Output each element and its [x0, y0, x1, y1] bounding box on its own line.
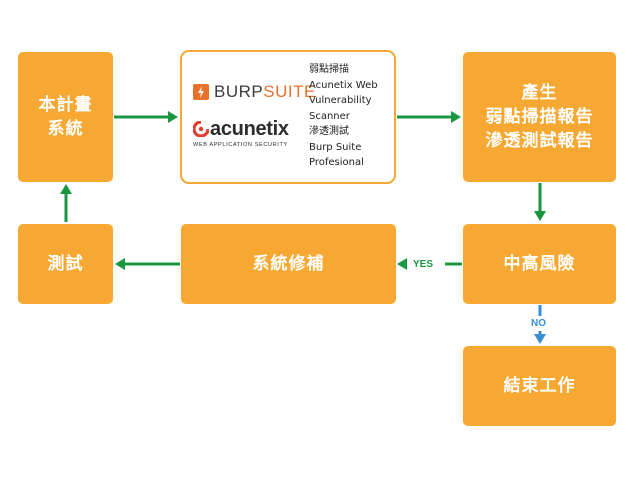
acunetix-wordmark-row: acunetix [193, 118, 289, 140]
node-medium-high-risk-label: 中高風險 [503, 254, 576, 274]
arrowhead-fix-to-test [115, 258, 125, 270]
burpsuite-logo-text: BURPSUITE [214, 82, 316, 102]
node-system-fix-label: 系統修補 [252, 254, 325, 274]
node-medium-high-risk: 中高風險 [463, 224, 616, 304]
tools-list-text: 弱點掃描 Acunetix Web Vulnerability Scanner … [309, 64, 378, 168]
node-test-label: 測試 [47, 254, 84, 274]
arrowhead-tools-to-reports [451, 111, 461, 123]
node-this-project-system: 本計畫 系統 [18, 52, 113, 182]
acunetix-logo: acunetix WEB APPLICATION SECURITY [193, 118, 289, 148]
burpsuite-logo-icon [193, 84, 209, 100]
burpsuite-logo-text-dark: BURP [214, 82, 264, 101]
burpsuite-logo-text-accent: SUITE [263, 82, 316, 101]
arrowhead-risk-to-fix [397, 258, 407, 270]
node-produce-reports-label: 產生 弱點掃描報告 滲透測試報告 [485, 83, 594, 151]
node-produce-reports: 產生 弱點掃描報告 滲透測試報告 [463, 52, 616, 182]
arrowhead-risk-to-end [534, 334, 546, 344]
arrowhead-system-to-tools [168, 111, 178, 123]
burpsuite-logo: BURPSUITE [193, 82, 316, 102]
acunetix-tagline: WEB APPLICATION SECURITY [193, 142, 288, 148]
node-system-fix: 系統修補 [181, 224, 396, 304]
acunetix-logo-icon [193, 121, 209, 137]
arrowhead-test-to-system [60, 184, 72, 194]
node-end-work-label: 結束工作 [503, 376, 576, 396]
node-end-work: 結束工作 [463, 346, 616, 426]
edge-label-no: NO [531, 318, 546, 329]
node-this-project-system-label: 本計畫 系統 [38, 95, 93, 139]
edge-label-yes: YES [413, 259, 434, 270]
node-test: 測試 [18, 224, 113, 304]
node-vuln-scan-tools: BURPSUITE acunetix WEB APPLICATION SECUR… [180, 50, 396, 184]
arrowhead-reports-to-risk [534, 211, 546, 221]
acunetix-wordmark: acunetix [210, 118, 289, 140]
